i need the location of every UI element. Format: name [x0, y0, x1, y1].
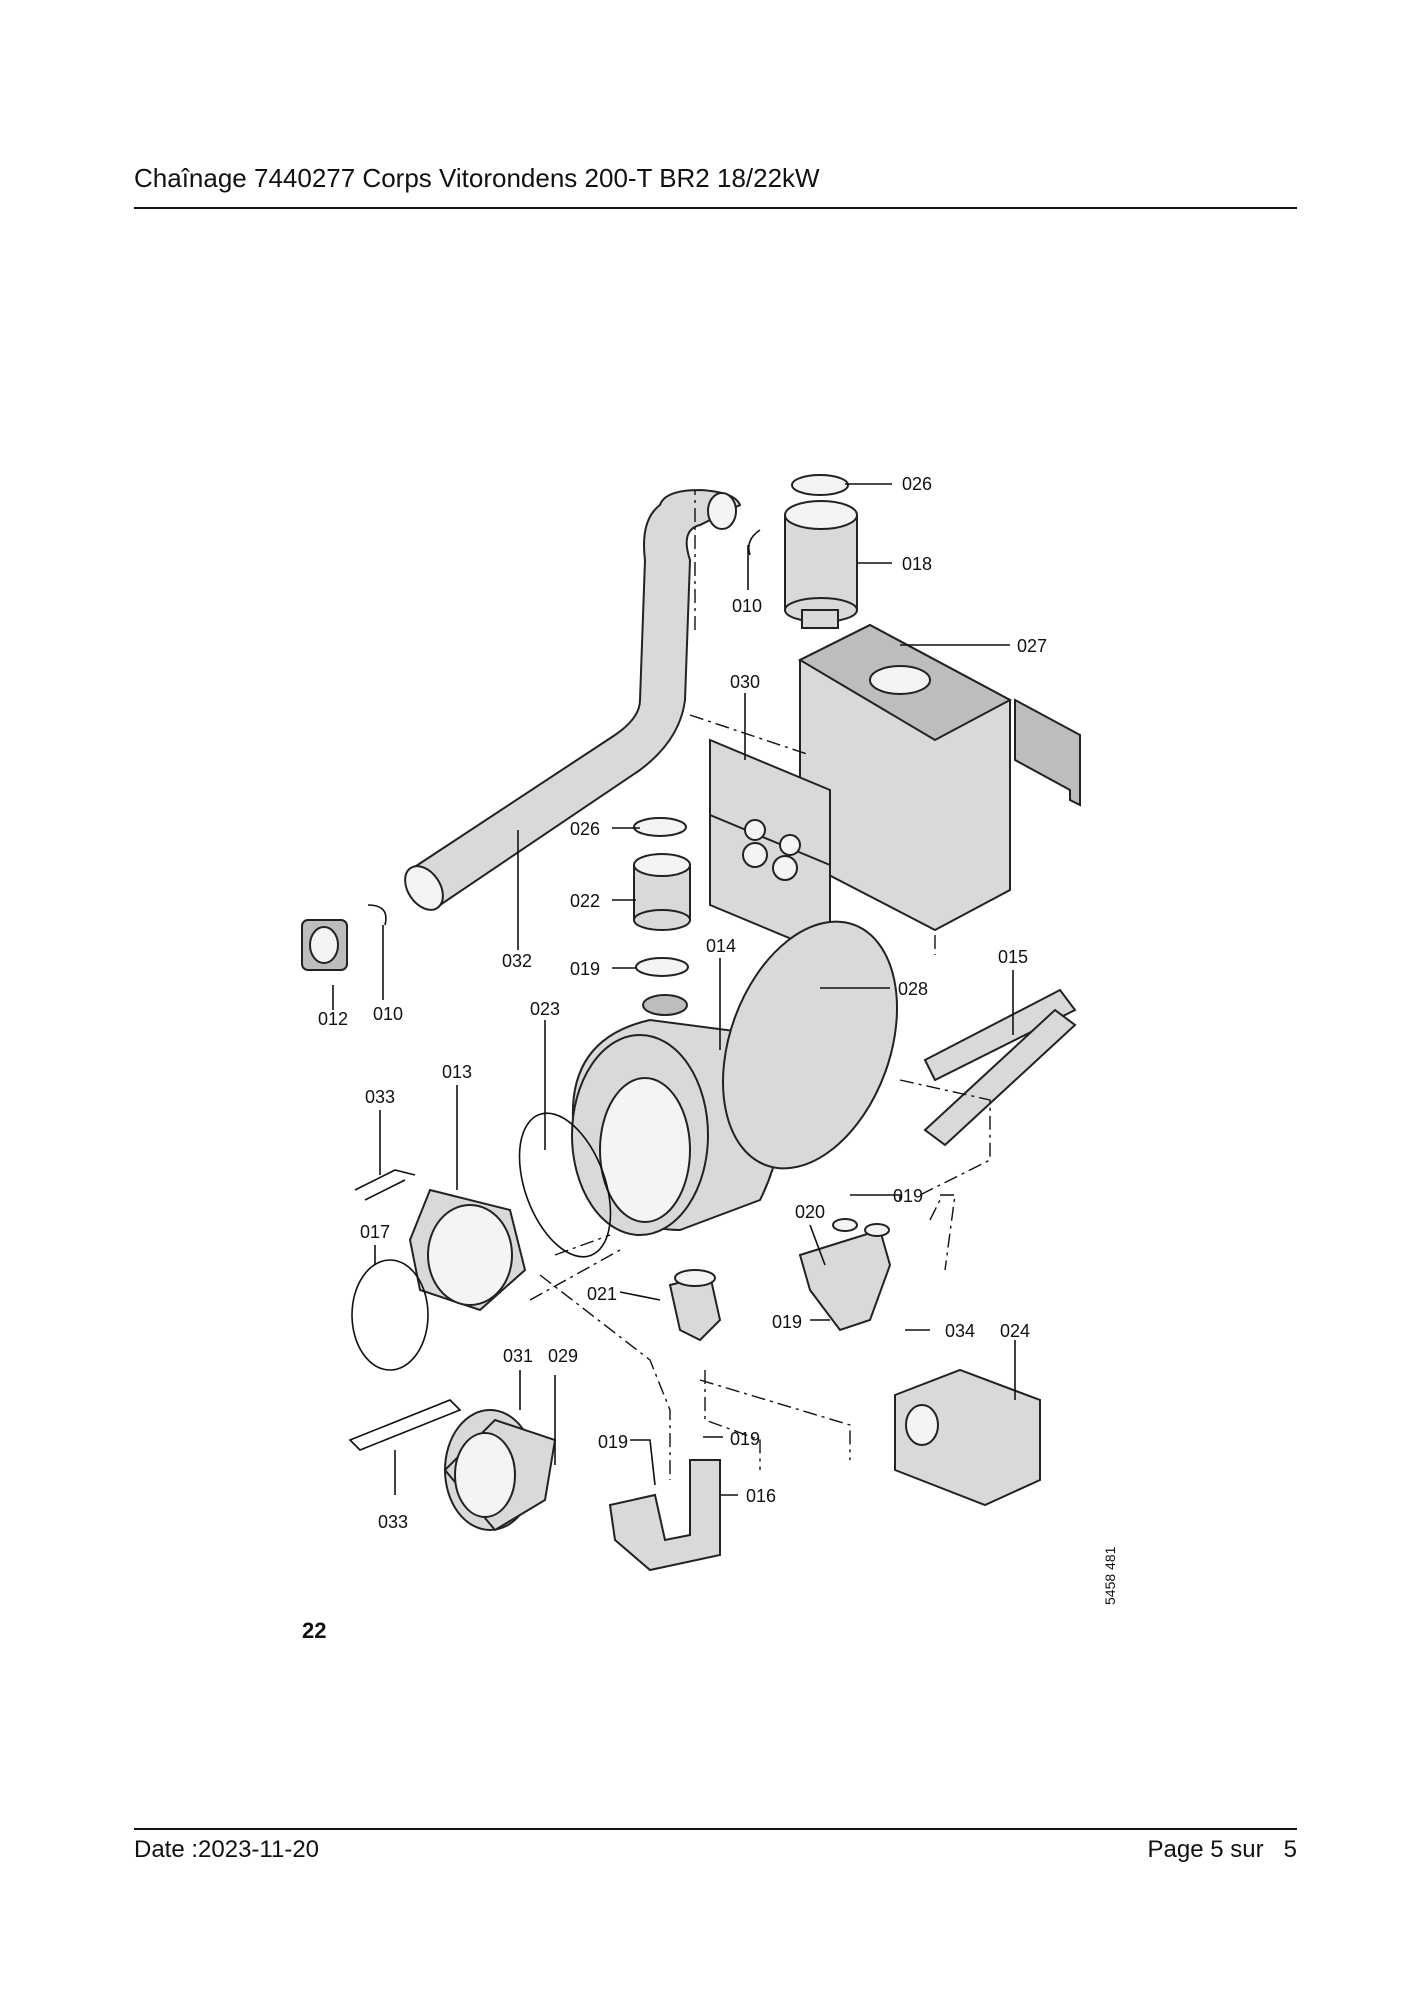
label-017: 017 — [360, 1222, 390, 1242]
label-019-middle: 019 — [570, 959, 600, 979]
label-014: 014 — [706, 936, 736, 956]
label-033-bottom: 033 — [378, 1512, 408, 1532]
insulation-panels-part — [709, 738, 831, 957]
label-028: 028 — [898, 979, 928, 999]
label-019-right: 019 — [893, 1186, 923, 1206]
label-018: 018 — [902, 554, 932, 574]
label-021: 021 — [587, 1284, 617, 1304]
label-023: 023 — [530, 999, 560, 1019]
label-032: 032 — [502, 951, 532, 971]
header-rule — [134, 207, 1297, 209]
footer-rule — [134, 1828, 1297, 1830]
leader-lines — [332, 483, 1016, 1496]
flue-pipe-part — [404, 488, 742, 911]
page-title: Chaînage 7440277 Corps Vitorondens 200-T… — [134, 163, 820, 193]
label-024: 024 — [1000, 1321, 1030, 1341]
label-029: 029 — [548, 1346, 578, 1366]
label-033-top: 033 — [365, 1087, 395, 1107]
label-027: 027 — [1017, 636, 1047, 656]
label-026-top: 026 — [902, 474, 932, 494]
hoses-part — [923, 988, 1077, 1147]
sensor-bottom-part — [348, 1399, 462, 1451]
flue-adapter-part — [747, 474, 858, 629]
label-012: 012 — [318, 1009, 348, 1029]
cover-disk-part — [722, 920, 898, 1170]
label-010-top: 010 — [732, 596, 762, 616]
drain-pipe-part — [608, 1459, 721, 1572]
label-019-bottom-right: 019 — [730, 1429, 760, 1449]
label-030: 030 — [730, 672, 760, 692]
page-total: 5 — [1283, 1836, 1297, 1863]
footer-page-number: Page 5 sur 5 — [1148, 1836, 1297, 1864]
connection-pieces-part — [633, 817, 691, 977]
drawing-code: 5458 481 — [1102, 1546, 1118, 1605]
mounting-block-part — [894, 1368, 1041, 1507]
sensor-part — [354, 1169, 416, 1201]
burner-flange-part — [351, 1112, 612, 1371]
page-label: Page 5 sur — [1147, 1836, 1264, 1863]
manifold-part — [798, 1218, 892, 1332]
label-016: 016 — [746, 1486, 776, 1506]
label-010-left: 010 — [373, 1004, 403, 1024]
insulation-ring-part — [443, 1409, 557, 1532]
footer-date: Date :2023-11-20 — [134, 1836, 320, 1863]
housing-part — [797, 623, 1081, 932]
label-019-bottom-left: 019 — [598, 1432, 628, 1452]
siphon-connector-part — [301, 904, 387, 971]
label-022: 022 — [570, 891, 600, 911]
assembly-lines — [529, 490, 991, 1480]
label-031: 031 — [503, 1346, 533, 1366]
label-015: 015 — [998, 947, 1028, 967]
label-020: 020 — [795, 1202, 825, 1222]
siphon-part — [668, 1269, 722, 1342]
label-034: 034 — [945, 1321, 975, 1341]
label-019-lower: 019 — [772, 1312, 802, 1332]
figure-number: 22 — [302, 1618, 327, 1643]
label-026-middle: 026 — [570, 819, 600, 839]
label-013: 013 — [442, 1062, 472, 1082]
